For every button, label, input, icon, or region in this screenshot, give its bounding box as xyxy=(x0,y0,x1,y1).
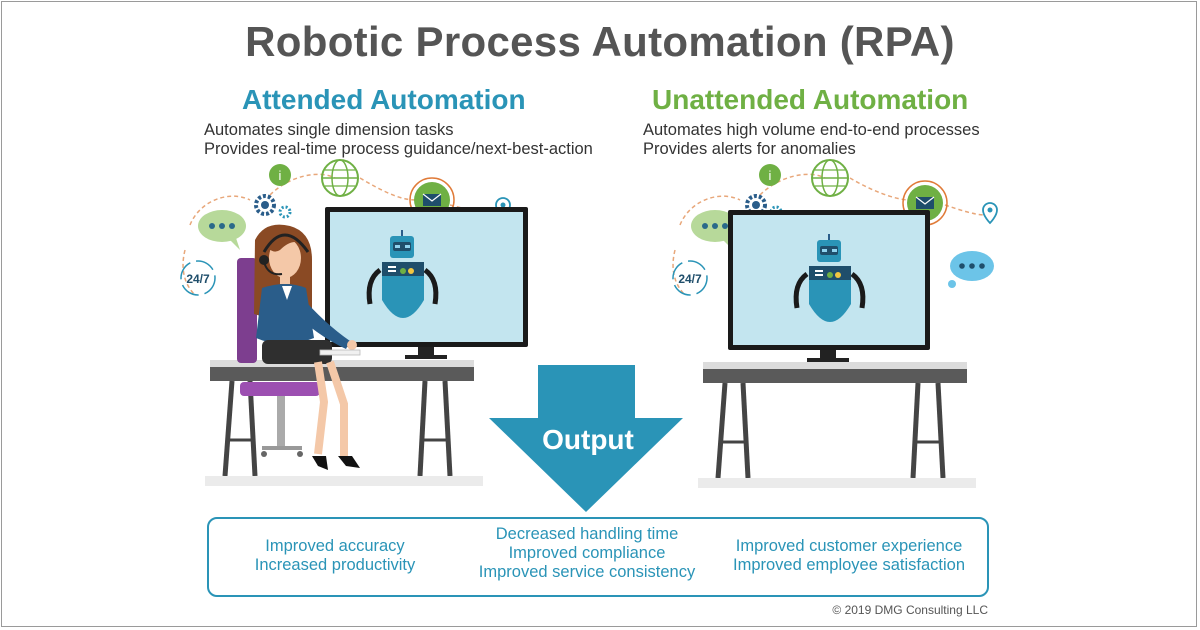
desk xyxy=(698,362,976,488)
robot-icon xyxy=(366,230,439,318)
output-item: Increased productivity xyxy=(254,556,416,574)
output-arrow xyxy=(489,365,683,512)
copyright-notice: © 2019 DMG Consulting LLC xyxy=(832,603,988,617)
output-box xyxy=(207,517,989,597)
output-column-2: Decreased handling time Improved complia… xyxy=(460,525,714,582)
globe-icon xyxy=(811,159,849,197)
output-column-1: Improved accuracy Increased productivity xyxy=(222,537,448,575)
unattended-line-2: Provides alerts for anomalies xyxy=(643,140,856,158)
output-item: Improved compliance xyxy=(508,544,666,562)
output-item: Improved customer experience xyxy=(735,537,963,555)
attended-heading: Attended Automation xyxy=(242,84,526,115)
attended-scene: i 24/7 xyxy=(180,159,528,486)
page-title: Robotic Process Automation (RPA) xyxy=(245,18,955,65)
unattended-line-1: Automates high volume end-to-end process… xyxy=(643,121,980,139)
output-label: Output xyxy=(542,424,634,455)
info-icon: i xyxy=(759,164,781,186)
output-column-3: Improved customer experience Improved em… xyxy=(716,537,982,575)
unattended-scene: i 24/7 xyxy=(672,159,998,488)
chat-bubble-icon xyxy=(948,251,994,288)
svg-text:i: i xyxy=(279,168,282,183)
clock-24-7-icon: 24/7 xyxy=(180,260,216,296)
clock-24-7-icon: 24/7 xyxy=(672,260,708,296)
gear-icon xyxy=(254,194,292,219)
output-item: Decreased handling time xyxy=(495,525,679,543)
attended-description: Automates single dimension tasks Provide… xyxy=(204,121,593,159)
chair xyxy=(237,258,320,457)
chat-bubble-icon xyxy=(198,210,246,250)
agent-with-headset xyxy=(254,224,361,470)
monitor xyxy=(325,207,528,359)
output-item: Improved employee satisfaction xyxy=(732,556,966,574)
svg-text:24/7: 24/7 xyxy=(186,272,210,286)
unattended-description: Automates high volume end-to-end process… xyxy=(643,121,980,159)
globe-icon xyxy=(321,159,359,197)
info-icon: i xyxy=(269,164,291,186)
location-pin-icon xyxy=(982,202,998,225)
unattended-heading: Unattended Automation xyxy=(652,84,969,115)
svg-text:i: i xyxy=(769,168,772,183)
attended-line-1: Automates single dimension tasks xyxy=(204,121,454,139)
desk xyxy=(205,360,483,486)
output-item: Improved accuracy xyxy=(265,537,405,555)
svg-text:24/7: 24/7 xyxy=(678,272,702,286)
robot-icon xyxy=(793,234,866,322)
output-item: Improved service consistency xyxy=(478,563,696,581)
attended-line-2: Provides real-time process guidance/next… xyxy=(204,140,593,158)
